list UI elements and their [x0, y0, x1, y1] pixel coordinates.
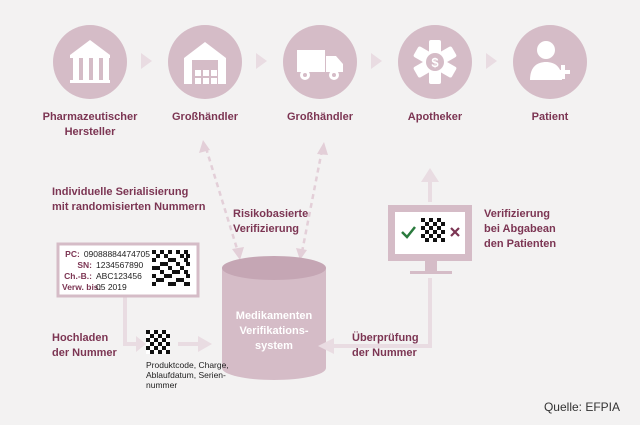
database-line-2: Verifikations- [239, 325, 309, 337]
pharmacy-icon: $ [413, 40, 457, 84]
upload-connector-arrow [136, 336, 146, 352]
warehouse-icon [184, 42, 226, 84]
risk-line-1: Risikobasierte [233, 208, 309, 220]
card-row-pc: PC: 09088884474705 [62, 249, 150, 260]
verify-line-1: Verifizierung [484, 208, 551, 220]
card-value: ABC123456 [96, 271, 142, 281]
code-to-db-arrow [198, 336, 212, 352]
code-caption: Produktcode, Charge, Ablaufdatum, Serien… [146, 360, 229, 390]
check-line-2: der Nummer [352, 347, 417, 359]
stage-label-line: Pharmazeutischer [42, 111, 138, 123]
database-line-1: Medikamenten [235, 310, 313, 322]
upload-connector-h [123, 342, 139, 346]
datamatrix-code-icon [146, 330, 170, 354]
upload-line-1: Hochladen [52, 332, 109, 344]
database-label: Medikamenten Verifikations- system [222, 309, 326, 354]
stage-circle-1 [53, 25, 127, 99]
verify-dispense-label: Verifizierung bei Abgabean den Patienten [484, 207, 556, 252]
serialization-label: Individuelle Serialisierung mit randomis… [52, 185, 205, 215]
card-row-sn: SN: 1234567890 [62, 260, 150, 271]
code-to-db-line [178, 342, 200, 346]
card-key: Verw. bis: [62, 282, 102, 292]
risk-verification-label: Risikobasierte Verifizierung [233, 207, 308, 237]
verify-line-3: den Patienten [484, 238, 557, 250]
database-line-3: system [255, 340, 293, 352]
stage-label-manufacturer: Pharmazeutischer Hersteller [35, 110, 145, 140]
verify-line-2: bei Abgabean [484, 223, 556, 235]
svg-text:$: $ [431, 55, 439, 70]
flow-arrow-1 [141, 53, 152, 69]
check-label: Überprüfung der Nummer [352, 331, 419, 361]
factory-icon [70, 40, 110, 83]
card-value: 1234567890 [96, 260, 144, 270]
risk-arrow-left-head-bottom [232, 247, 244, 260]
monitor-up-arrow [421, 168, 439, 182]
patient-icon [530, 41, 570, 80]
risk-line-2: Verifizierung [233, 223, 300, 235]
monitor-up-line [428, 180, 432, 202]
stage-label-pharmacist: Apotheker [380, 110, 490, 125]
stage-label-line: Patient [531, 111, 569, 123]
code-caption-line-3: nummer [146, 380, 178, 390]
check-connector [330, 278, 432, 348]
check-line-1: Überprüfung [352, 332, 419, 344]
card-key: Ch.-B.: [64, 271, 92, 281]
package-card: PC: 09088884474705 SN: 1234567890 Ch.-B.… [62, 249, 150, 293]
flow-arrow-3 [371, 53, 382, 69]
card-row-batch: Ch.-B.: ABC123456 [62, 271, 150, 282]
risk-arrow-right-head-bottom [296, 248, 307, 260]
check-icon [401, 226, 416, 239]
serialization-line-2: mit randomisierten Nummern [52, 201, 206, 213]
stage-circle-5 [513, 25, 587, 99]
card-qr-code-icon [152, 250, 190, 288]
stage-label-patient: Patient [495, 110, 605, 125]
monitor-qr-code-icon [421, 218, 445, 242]
stage-label-line: Großhändler [286, 111, 353, 123]
stage-label-line: Apotheker [407, 111, 463, 123]
card-value: 05 2019 [96, 282, 127, 292]
risk-arrow-right-head-top [317, 142, 328, 155]
stage-label-line: Großhändler [171, 111, 238, 123]
upload-connector [123, 296, 127, 346]
check-connector-arrow [318, 338, 334, 354]
stage-label-line: Hersteller [64, 126, 116, 138]
flow-arrow-4 [486, 53, 497, 69]
database-cylinder [222, 256, 326, 380]
card-row-expiry: Verw. bis: 05 2019 [62, 282, 150, 293]
code-caption-line-2: Ablaufdatum, Serien- [146, 370, 226, 380]
serialization-line-1: Individuelle Serialisierung [52, 186, 189, 198]
risk-arrow-left-head-top [199, 140, 210, 153]
upload-label: Hochladen der Nummer [52, 331, 117, 361]
risk-arrow-left [204, 147, 240, 253]
truck-icon [297, 50, 343, 80]
flow-arrow-2 [256, 53, 267, 69]
cross-icon [450, 227, 460, 237]
card-key: SN: [77, 260, 92, 270]
card-key: PC: [65, 249, 80, 259]
code-caption-line-1: Produktcode, Charge, [146, 360, 229, 370]
stage-label-wholesaler-2: Großhändler [265, 110, 375, 125]
upload-line-2: der Nummer [52, 347, 117, 359]
source-label: Quelle: EFPIA [543, 400, 620, 414]
card-value: 09088884474705 [83, 249, 150, 259]
stage-label-wholesaler-1: Großhändler [150, 110, 260, 125]
